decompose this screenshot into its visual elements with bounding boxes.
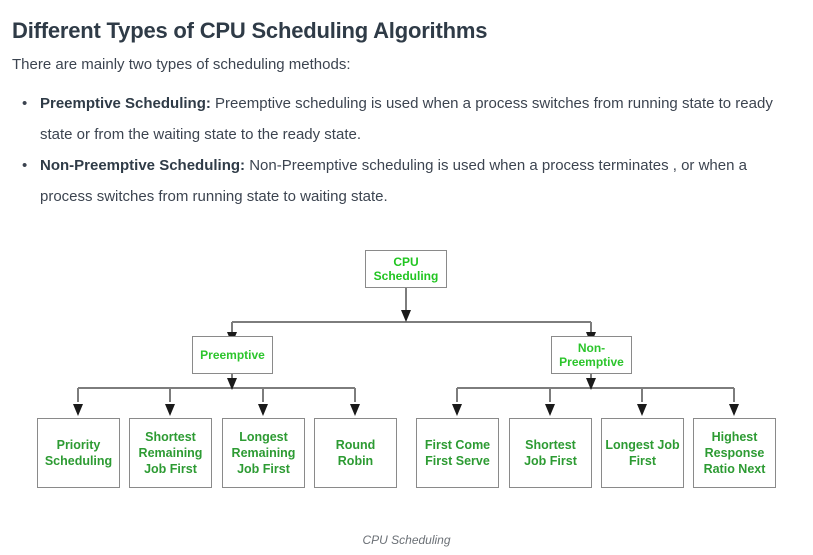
cpu-scheduling-tree-diagram: CPU Scheduling Preemptive Non- Preemptiv… xyxy=(0,232,813,502)
node-label: Non- Preemptive xyxy=(559,341,624,369)
list-item-term: Preemptive Scheduling: xyxy=(40,95,211,112)
node-label-line: Priority xyxy=(56,438,101,452)
node-longest-job-first[interactable]: Longest Job First xyxy=(601,418,684,488)
node-label-line: Remaining xyxy=(138,446,203,460)
node-first-come-first-serve[interactable]: First Come First Serve xyxy=(416,418,499,488)
list-item-term: Non-Preemptive Scheduling: xyxy=(40,157,246,174)
bullet-dot: • xyxy=(22,157,28,174)
node-label-line: First xyxy=(628,454,657,468)
node-label-line: Job First xyxy=(144,462,197,476)
node-label-line: Round xyxy=(335,438,376,452)
list-item: • Non-Preemptive Scheduling: Non-Preempti… xyxy=(12,150,782,212)
node-label-line: Preemptive xyxy=(200,348,265,362)
node-cpu-scheduling[interactable]: CPU Scheduling xyxy=(365,250,447,288)
page-title: Different Types of CPU Scheduling Algori… xyxy=(12,18,488,43)
diagram-connectors xyxy=(73,288,739,416)
node-label-line: First Come xyxy=(424,438,491,452)
list-item-text: Non-Preemptive scheduling is used when a… xyxy=(40,157,747,205)
node-label-line: Robin xyxy=(337,454,374,468)
arrowheads xyxy=(73,310,739,416)
node-label-line: First Serve xyxy=(425,454,490,468)
node-label-line: Shortest xyxy=(145,430,196,444)
node-label: Preemptive xyxy=(200,348,265,362)
node-label: Highest Response Ratio Next xyxy=(704,429,766,477)
node-label: Priority Scheduling xyxy=(45,437,112,469)
list-item: • Preemptive Scheduling: Preemptive sched… xyxy=(12,88,782,150)
node-label-line: Non- xyxy=(577,341,606,355)
node-label: First Come First Serve xyxy=(425,437,490,469)
figure-caption: CPU Scheduling xyxy=(362,533,451,547)
node-label: Round Robin xyxy=(336,437,376,469)
node-label-line: Response xyxy=(704,446,765,460)
node-shortest-remaining-job-first[interactable]: Shortest Remaining Job First xyxy=(129,418,212,488)
node-priority-scheduling[interactable]: Priority Scheduling xyxy=(37,418,120,488)
node-label-line: CPU xyxy=(393,255,419,269)
node-label: Longest Job First xyxy=(605,437,679,469)
bullet-dot: • xyxy=(22,95,28,112)
node-label: Shortest Job First xyxy=(524,437,577,469)
node-shortest-job-first[interactable]: Shortest Job First xyxy=(509,418,592,488)
node-label: CPU Scheduling xyxy=(374,255,439,283)
node-label: Shortest Remaining Job First xyxy=(139,429,203,477)
node-preemptive[interactable]: Preemptive xyxy=(192,336,273,374)
node-round-robin[interactable]: Round Robin xyxy=(314,418,397,488)
node-label-line: Job First xyxy=(524,454,577,468)
list-item-text: Preemptive scheduling is used when a pro… xyxy=(40,95,773,143)
node-longest-remaining-job-first[interactable]: Longest Remaining Job First xyxy=(222,418,305,488)
node-label-line: Ratio Next xyxy=(703,462,766,476)
node-label-line: Highest xyxy=(711,430,758,444)
node-label-line: Longest Job xyxy=(605,438,680,452)
node-label-line: Preemptive xyxy=(559,355,624,369)
node-label-line: Longest xyxy=(239,430,288,444)
node-label-line: Shortest xyxy=(525,438,576,452)
scheduling-types-list: • Preemptive Scheduling: Preemptive sched… xyxy=(12,88,782,212)
node-label-line: Scheduling xyxy=(44,454,113,468)
node-label: Longest Remaining Job First xyxy=(232,429,296,477)
intro-paragraph: There are mainly two types of scheduling… xyxy=(12,56,351,73)
node-non-preemptive[interactable]: Non- Preemptive xyxy=(551,336,632,374)
node-label-line: Scheduling xyxy=(373,269,439,283)
node-label-line: Job First xyxy=(237,462,290,476)
node-highest-response-ratio-next[interactable]: Highest Response Ratio Next xyxy=(693,418,776,488)
node-label-line: Remaining xyxy=(231,446,296,460)
